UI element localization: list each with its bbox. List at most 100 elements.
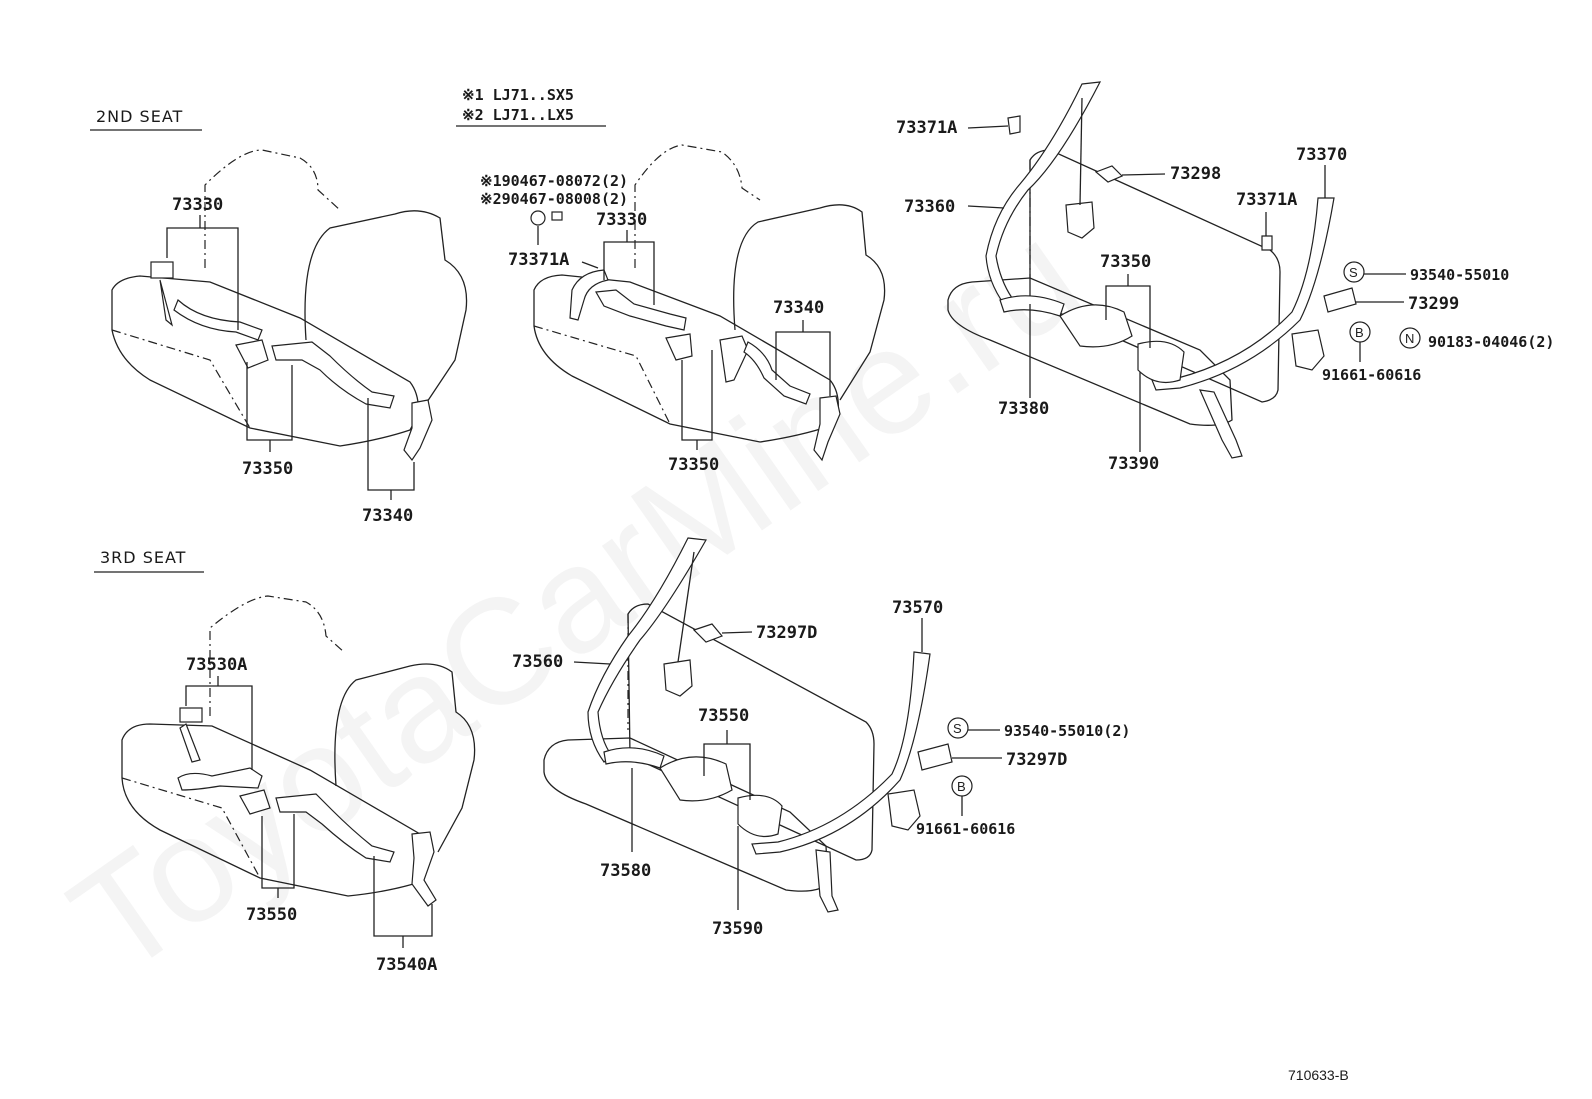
section-title-3rd-seat: 3RD SEAT <box>100 548 186 567</box>
seat-back-right <box>334 663 476 853</box>
part-label-73590: 73590 <box>712 919 763 939</box>
note-sx5: ※1 LJ71..SX5 <box>462 86 574 104</box>
leader-73371a-top <box>967 125 1009 129</box>
note-lx5: ※2 LJ71..LX5 <box>462 106 574 124</box>
leader-73360 <box>967 205 1005 209</box>
part-label-73350: 73350 <box>668 455 719 475</box>
diagram-3rd-seat-left: 3RD SEAT 73530A 73550 73540A <box>94 548 476 975</box>
lap-belt-right-loop <box>1137 340 1185 383</box>
part-label-73580: 73580 <box>600 861 651 881</box>
belt-left-end <box>569 269 609 321</box>
bracket-73299 <box>1323 287 1357 313</box>
belt-right-bracket <box>719 335 749 383</box>
lap-belt-center-loop <box>659 756 733 802</box>
seat-cushion-edge <box>533 325 671 425</box>
leader-73530a <box>185 685 253 770</box>
symbol-n <box>1399 327 1421 349</box>
part-label-73371a-right: 73371A <box>1236 190 1297 210</box>
part-label-90467-08008: ※290467-08008(2) <box>480 190 628 208</box>
part-label-73570: 73570 <box>892 598 943 618</box>
belt-tail <box>815 849 839 913</box>
seat-back-right <box>304 210 468 406</box>
lap-belt-left <box>595 289 687 331</box>
part-label-73330: 73330 <box>172 195 223 215</box>
part-label-73340: 73340 <box>773 298 824 318</box>
part-label-73390: 73390 <box>1108 454 1159 474</box>
buckle-center <box>235 339 269 369</box>
lap-belt-middle <box>177 767 263 791</box>
lap-belt-right-loop <box>737 794 783 837</box>
part-label-73540a: 73540A <box>376 955 437 975</box>
bracket-73297d-right <box>917 743 953 771</box>
part-label-73530a: 73530A <box>186 655 247 675</box>
symbol-s-letter: S <box>953 721 962 736</box>
leader-73330 <box>603 241 655 305</box>
part-label-73297d-right: 73297D <box>1006 750 1067 770</box>
lap-belt-center-loop <box>1059 304 1133 348</box>
lap-belt-left <box>159 279 174 327</box>
belt-retractor <box>150 261 174 279</box>
part-label-73298: 73298 <box>1170 164 1221 184</box>
retractor-right <box>1291 329 1325 371</box>
part-label-73380: 73380 <box>998 399 1049 419</box>
diagram-3rd-seat-right: 73297D 73560 73570 73550 73580 73590 S 9… <box>512 537 1130 939</box>
part-label-73550: 73550 <box>246 905 297 925</box>
lap-belt-right <box>743 341 811 405</box>
section-title-2nd-seat: 2ND SEAT <box>96 107 183 126</box>
retractor-top <box>663 659 693 697</box>
seat-back-left <box>209 595 345 716</box>
reference-number: 710633-B <box>1288 1067 1349 1083</box>
diagram-2nd-seat-left: 2ND SEAT 73330 73350 73340 <box>90 107 468 526</box>
leader-73371a <box>581 261 599 269</box>
retractor-strap <box>1079 97 1083 206</box>
clip-73371a-right <box>1261 235 1273 251</box>
retractor-strap <box>677 551 695 663</box>
part-label-73560: 73560 <box>512 652 563 672</box>
lap-belt-left-loop <box>999 295 1065 317</box>
part-label-91661-60616: 91661-60616 <box>916 820 1015 838</box>
diagram-2nd-seat-middle: ※1 LJ71..SX5 ※2 LJ71..LX5 ※190467-08072(… <box>456 86 886 475</box>
shoulder-belt-right <box>751 651 931 855</box>
buckle-right <box>813 395 841 462</box>
seat-cushion-edge <box>111 329 251 429</box>
seat-back <box>627 603 875 861</box>
symbol-s <box>947 717 969 739</box>
buckle-center <box>239 789 271 815</box>
buckle-right <box>411 831 437 907</box>
leader-73298 <box>1121 173 1166 176</box>
seat-back-left <box>204 149 341 268</box>
leader-73330 <box>166 227 239 330</box>
seat-cushion <box>543 737 829 892</box>
lap-belt-middle <box>173 298 263 341</box>
seat-back-left <box>634 144 761 268</box>
part-label-73360: 73360 <box>904 197 955 217</box>
clip-73371a <box>1007 115 1021 135</box>
symbol-b-letter: B <box>957 779 966 794</box>
part-label-73330: 73330 <box>596 210 647 230</box>
symbol-s-letter: S <box>1349 265 1358 280</box>
buckle-right <box>403 399 433 462</box>
leader-73560 <box>573 661 611 665</box>
belt-anchor <box>179 707 203 723</box>
shoulder-belt-right <box>1151 197 1335 391</box>
part-label-73370: 73370 <box>1296 145 1347 165</box>
retractor-right <box>887 789 921 831</box>
part-label-90467-08072: ※190467-08072(2) <box>480 172 628 190</box>
part-label-73371a: 73371A <box>508 250 569 270</box>
retractor-top <box>1065 201 1095 239</box>
belt-right-buckle <box>271 341 395 409</box>
lap-belt-left-loop <box>603 747 665 769</box>
symbol-b-letter: B <box>1355 325 1364 340</box>
seat-back-right <box>733 204 886 401</box>
part-label-73550: 73550 <box>698 706 749 726</box>
part-label-91661-60616: 91661-60616 <box>1322 366 1421 384</box>
part-label-93540-55010: 93540-55010 <box>1410 266 1509 284</box>
part-label-73340: 73340 <box>362 506 413 526</box>
symbol-n-letter: N <box>1405 331 1414 346</box>
belt-right <box>275 793 395 863</box>
seat-cushion <box>111 275 419 447</box>
leader-73297d-top <box>721 631 753 634</box>
part-label-73297d-top: 73297D <box>756 623 817 643</box>
seat-back <box>1029 149 1281 403</box>
